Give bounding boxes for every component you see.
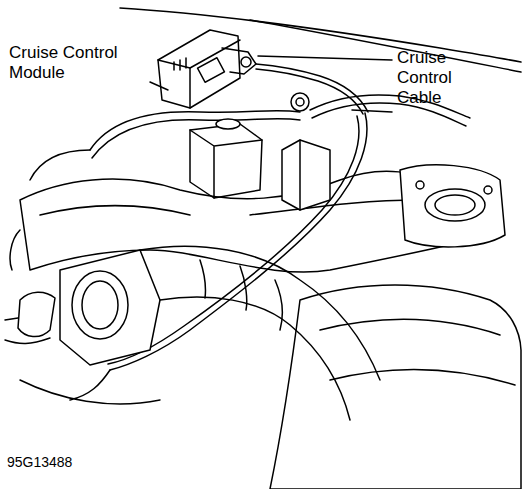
part-label: Cruise Control Module	[8, 43, 148, 83]
hose	[312, 103, 466, 126]
part-label: Cruise Control Cable	[396, 48, 488, 108]
air-duct	[140, 246, 380, 380]
sensor	[282, 140, 330, 210]
leader-line	[352, 110, 392, 112]
reservoir-cap	[216, 119, 240, 129]
figure-number: 95G13488	[6, 454, 73, 471]
strut-tower	[400, 165, 505, 247]
air-duct	[160, 297, 350, 420]
reservoir	[190, 130, 262, 198]
sensor	[299, 140, 301, 210]
cruise-control-module	[158, 30, 256, 108]
throttle-body	[5, 250, 160, 365]
air-cleaner	[270, 285, 521, 489]
air-cleaner-detail	[320, 319, 515, 385]
leader-line	[258, 56, 392, 60]
cable-clip	[296, 98, 304, 106]
hose	[20, 370, 160, 404]
cable-clip	[291, 93, 309, 111]
duct-ribs	[200, 260, 282, 330]
cable	[256, 69, 363, 114]
intake-detail	[40, 200, 420, 215]
hose	[310, 95, 470, 118]
reservoir	[190, 124, 262, 198]
leader-line	[150, 82, 168, 90]
hose	[10, 150, 90, 270]
cowl-line	[250, 20, 521, 72]
